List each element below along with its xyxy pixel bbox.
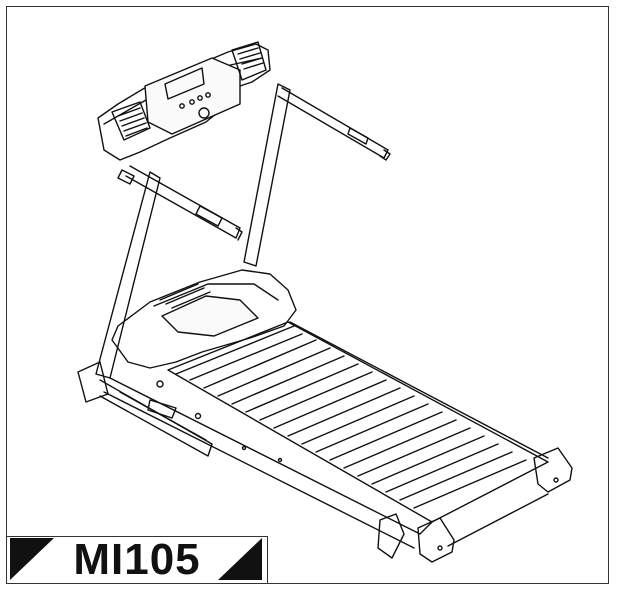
model-number: MI105 xyxy=(73,535,201,584)
running-deck xyxy=(103,321,573,563)
base-frame xyxy=(77,361,405,559)
upright-right xyxy=(243,83,391,267)
right-wedge-mark xyxy=(218,538,262,580)
console xyxy=(97,41,271,161)
motor-hood xyxy=(111,269,297,369)
left-wedge-mark xyxy=(10,538,54,580)
